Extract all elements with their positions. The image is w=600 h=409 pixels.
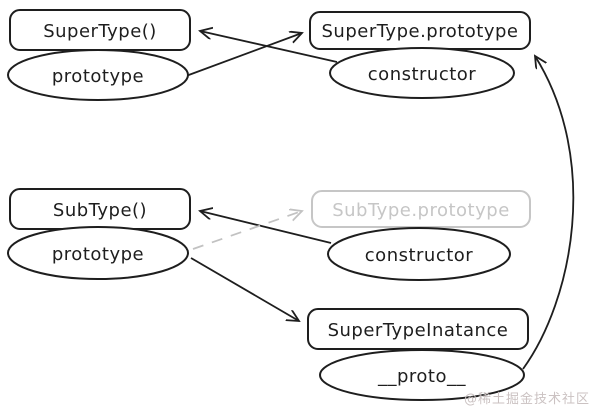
arrow-supertype-prototype-to-prototypeobj [185,33,302,77]
node-subtype-prototypeobj-label: SubType.prototype [332,200,510,221]
node-supertype-constructor-label: constructor [368,64,477,85]
node-subtype-constructor-ellipse [327,227,511,281]
arrow-supertype-constructor-to-fn [200,31,338,63]
arrow-instance-proto-to-supertype-prototypeobj [522,56,575,370]
node-subtype-prototype-label: prototype [52,244,144,265]
node-subtype-prototype-ellipse [7,226,189,280]
node-supertype-constructor-ellipse [329,47,515,99]
arrow-subtype-prototype-to-prototypeobj-dashed [192,211,302,250]
node-instance-proto-ellipse [319,349,525,401]
node-supertype-prototypeobj-label: SuperType.prototype [321,21,518,42]
node-supertype-prototype-label: prototype [52,66,144,87]
node-subtype-prototypeobj-box [311,190,531,228]
arrow-subtype-prototype-to-instance [190,257,299,321]
node-instance-label: SuperTypeInatance [328,320,509,341]
node-instance-box [307,308,529,350]
node-instance-proto-label: __proto__ [377,366,467,387]
node-subtype-fn-label: SubType() [53,200,147,221]
node-subtype-constructor-label: constructor [365,245,474,266]
node-supertype-fn-label: SuperType() [43,21,157,42]
arrow-subtype-constructor-to-fn [200,211,332,244]
watermark-text: @稀土掘金技术社区 [464,391,590,407]
node-supertype-prototype-ellipse [7,49,189,101]
